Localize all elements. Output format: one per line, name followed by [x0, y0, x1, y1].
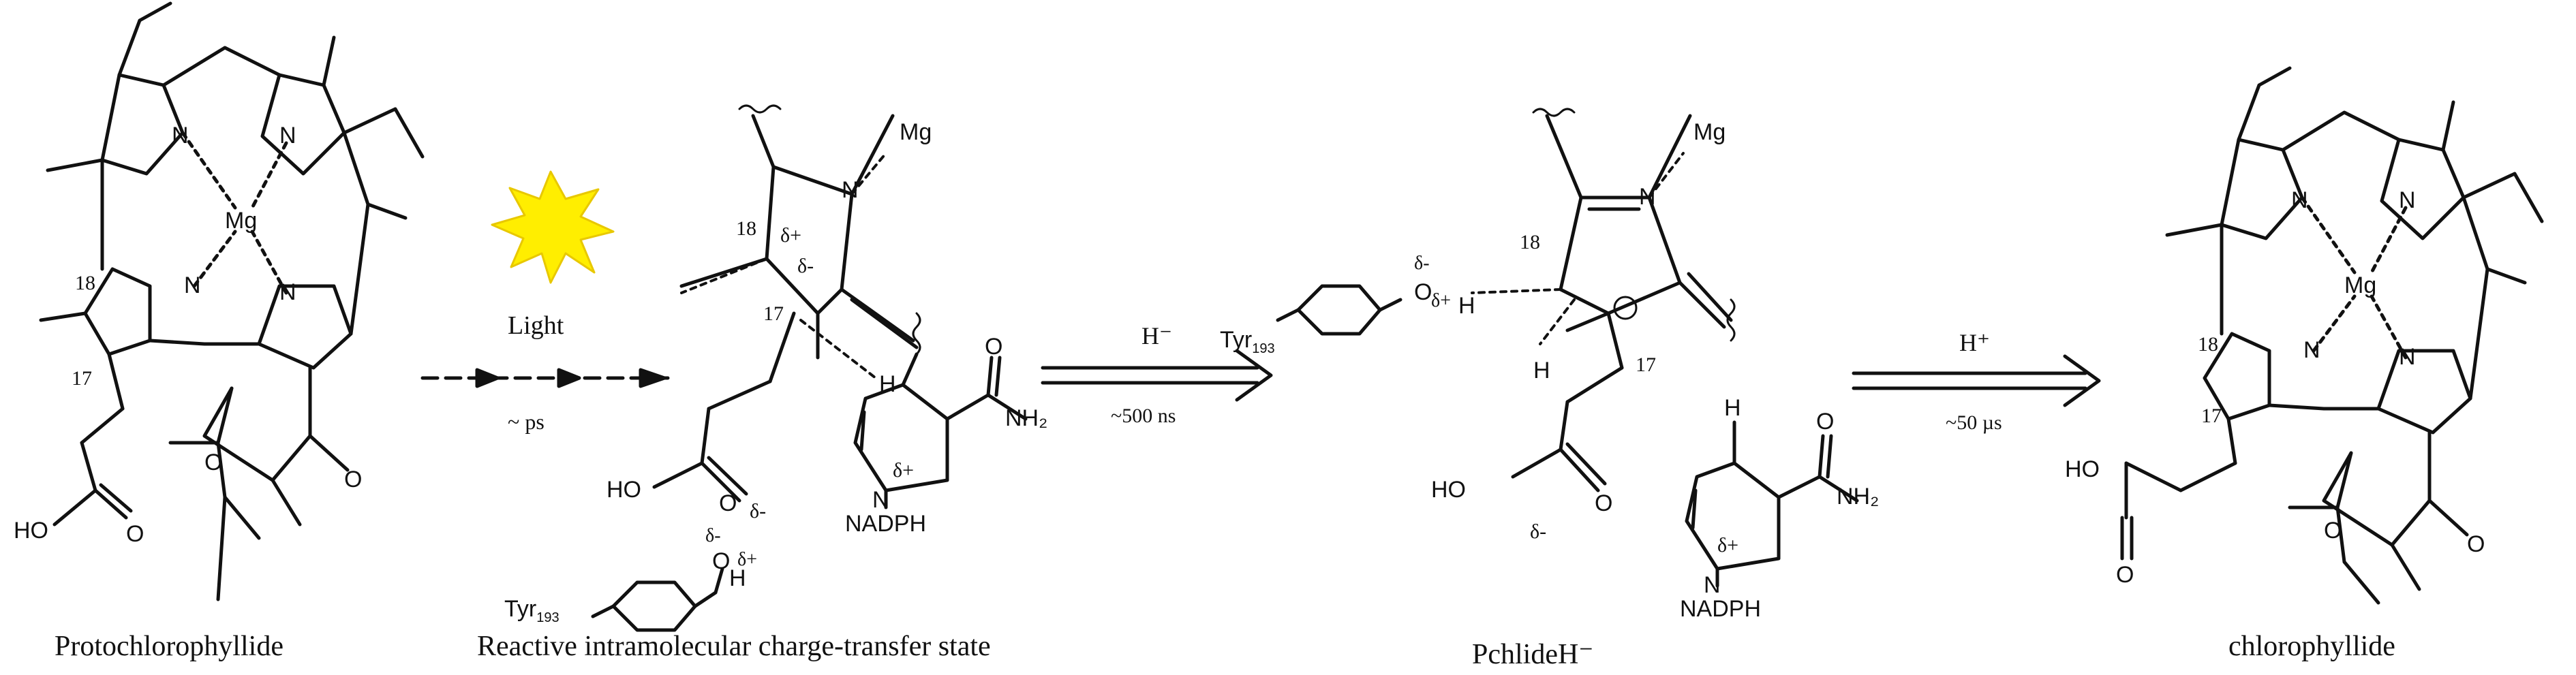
proto-o-label: O [126, 521, 144, 547]
hydride-step-arrow [1041, 349, 1273, 402]
pchlide-ring-delta-plus: δ+ [1717, 534, 1738, 556]
pchlide-mg-label: Mg [1693, 119, 1726, 145]
proto-n-label: N [279, 123, 296, 148]
ict-ring-n-label: N [872, 487, 889, 513]
chl-ho-label: HO [2065, 456, 2100, 482]
proto-n-label: N [184, 272, 201, 298]
pchlide-ho-label: HO [1431, 477, 1466, 503]
ict-tyr-h-label: H [729, 565, 746, 591]
chlorophyllide-structure [2120, 66, 2544, 605]
ict-mg-label: Mg [900, 119, 932, 145]
ict-tyr-o-label: O [712, 548, 730, 574]
pchlide-n-label: N [1639, 184, 1656, 210]
ict-ho-label: HO [607, 477, 641, 503]
pchlide-h-dashed-bonds [1471, 152, 1685, 345]
ict-h-label: H [879, 371, 896, 397]
ict-nh2-label: NH₂ [1005, 405, 1047, 431]
pchlide-o-label: O [1595, 490, 1612, 516]
proto-n-label: N [279, 279, 296, 305]
caption-ict-state: Reactive intramolecular charge-transfer … [477, 631, 991, 662]
caption-protochlorophyllide: Protochlorophyllide [55, 631, 283, 662]
step2-above-label: H⁻ [1141, 322, 1172, 349]
step3-above-label: H⁺ [1959, 329, 1990, 356]
light-star-icon [491, 170, 615, 284]
chl-n-label: N [2399, 187, 2416, 213]
step2-below-label: ~500 ns [1111, 405, 1176, 427]
ict-o-label: O [985, 334, 1002, 360]
carbanion-charge-icon [1613, 296, 1638, 320]
ict-delta-plus: δ+ [780, 224, 801, 247]
pchlide-tyr-h-label: H [1458, 293, 1475, 319]
chl-n-label: N [2303, 337, 2320, 363]
proto-o-label: O [344, 467, 362, 492]
chl-n-label: N [2291, 187, 2308, 213]
pchlide-h-label: H [1533, 358, 1550, 383]
step3-below-label: ~50 µs [1946, 411, 2002, 434]
ict-nadph-label: NADPH [845, 511, 926, 537]
proto-o-label: O [204, 450, 222, 475]
pchlide-position-18: 18 [1520, 231, 1540, 253]
ict-carboxyl-delta-minus: δ- [750, 500, 766, 522]
chlorophyllide-mg-bonds [2300, 195, 2408, 360]
ict-tyr-label: Tyr193 [504, 596, 559, 625]
chl-o-label: O [2324, 518, 2342, 544]
pchlide-tyr-delta-minus: δ- [1414, 253, 1430, 274]
pchlide-h-structure [1276, 114, 1859, 588]
ict-dashed-bonds [680, 152, 887, 379]
pchlide-h-wavy-bond-right [1726, 298, 1736, 342]
pchlide-tyr-delta-plus: δ+ [1431, 290, 1451, 311]
ict-position-18: 18 [736, 217, 756, 240]
ict-n-label: N [842, 177, 859, 203]
pchlide-nadph-h-label: H [1724, 395, 1741, 421]
pchlide-tyr-o-label: O [1414, 279, 1432, 305]
ict-tyr-delta-minus: δ- [705, 525, 721, 546]
pchlide-carboxyl-delta-minus: δ- [1530, 520, 1546, 543]
ict-tyr-delta-plus: δ+ [737, 549, 757, 570]
chl-mg-label: Mg [2344, 272, 2376, 298]
ict-state-structure [591, 114, 1028, 632]
ict-ring-delta-plus: δ+ [893, 459, 914, 482]
proto-position-17: 17 [72, 367, 92, 390]
chl-position-18: 18 [2198, 333, 2218, 356]
proto-ho-label: HO [14, 518, 48, 544]
pchlide-tyr-label: Tyr193 [1220, 327, 1275, 356]
chl-o-label: O [2467, 531, 2485, 557]
chl-position-17: 17 [2201, 405, 2222, 427]
caption-pchlide-h: PchlideH⁻ [1472, 639, 1594, 670]
pchlide-o-label: O [1816, 409, 1834, 435]
pchlide-h-wavy-bond-top [1532, 108, 1576, 117]
ict-wavy-bond-right [912, 312, 921, 356]
proto-position-18: 18 [75, 272, 95, 294]
pchlide-nadph-label: NADPH [1680, 596, 1761, 622]
ict-wavy-bond-top [738, 104, 782, 114]
step1-below-label: ~ ps [508, 409, 545, 434]
caption-chlorophyllide: chlorophyllide [2228, 631, 2395, 662]
ict-o-label: O [719, 490, 737, 516]
ict-delta-minus: δ- [797, 255, 814, 277]
proto-n-label: N [172, 123, 189, 148]
protochlorophyllide-mg-bonds [181, 131, 288, 295]
chl-n-label: N [2399, 344, 2416, 370]
protochlorophyllide-structure [39, 1, 425, 601]
light-step-arrow [420, 368, 670, 388]
ict-position-17: 17 [763, 302, 784, 325]
pchlide-position-17: 17 [1636, 354, 1656, 376]
step1-above-label: Light [508, 311, 564, 340]
chl-o-label: O [2116, 562, 2134, 588]
pchlide-nh2-label: NH₂ [1837, 484, 1879, 509]
protonation-step-arrow [1852, 354, 2101, 407]
proto-mg-label: Mg [225, 208, 257, 234]
pchlide-ring-n-label: N [1704, 572, 1721, 598]
